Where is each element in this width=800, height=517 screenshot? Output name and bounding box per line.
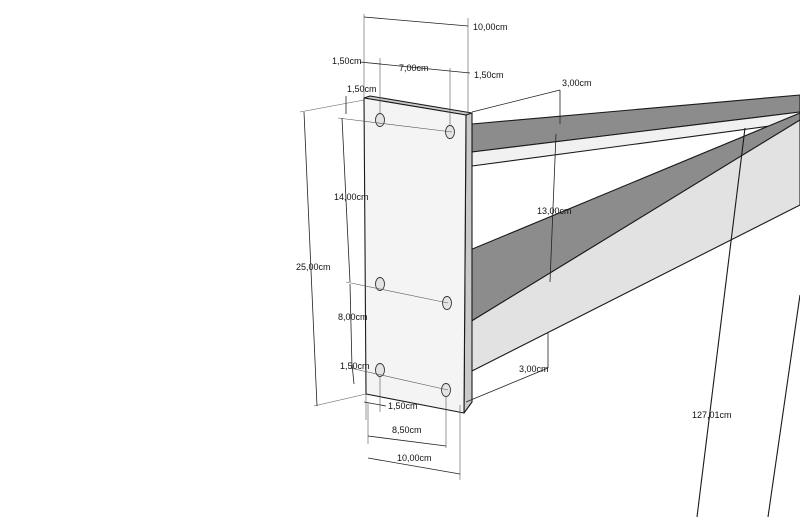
beam-assembly: [469, 94, 800, 517]
dim-left-margin-top: 1,50cm: [332, 56, 362, 66]
dimension-lines: [299, 14, 561, 480]
plate-front-face: [363, 97, 467, 414]
dim-top-width: 10,00cm: [473, 22, 508, 32]
dim-beam-thickness-bottom: 3,00cm: [519, 364, 549, 374]
mounting-hole-icon: [375, 277, 385, 291]
dim-bottom-hole-spacing: 8,50cm: [392, 425, 422, 435]
dim-beam-thickness-top: 3,00cm: [562, 78, 592, 88]
dimension-labels: 10,00cm 1,50cm 7,00cm 1,50cm 1,50cm 3,00…: [296, 22, 732, 463]
mounting-plate: [363, 95, 473, 414]
dim-lower-spacing: 8,00cm: [338, 312, 368, 322]
mounting-hole-icon: [375, 113, 385, 127]
dim-hole-spacing-top: 7,00cm: [399, 63, 429, 73]
dim-top-offset: 1,50cm: [347, 84, 377, 94]
leg-edge-left: [696, 127, 746, 517]
dim-bottom-offset: 1,50cm: [340, 361, 370, 371]
leg-edge-right: [767, 294, 800, 517]
dim-total-height: 25,00cm: [296, 262, 331, 272]
dim-right-margin-top: 1,50cm: [474, 70, 504, 80]
dim-length: 127,01cm: [692, 410, 732, 420]
dim-bottom-width: 10,00cm: [397, 453, 432, 463]
dim-upper-spacing: 14,00cm: [334, 192, 369, 202]
dim-bottom-left-offset: 1,50cm: [388, 401, 418, 411]
mounting-hole-icon: [441, 383, 451, 397]
dim-beam-gap: 13,00cm: [537, 206, 572, 216]
